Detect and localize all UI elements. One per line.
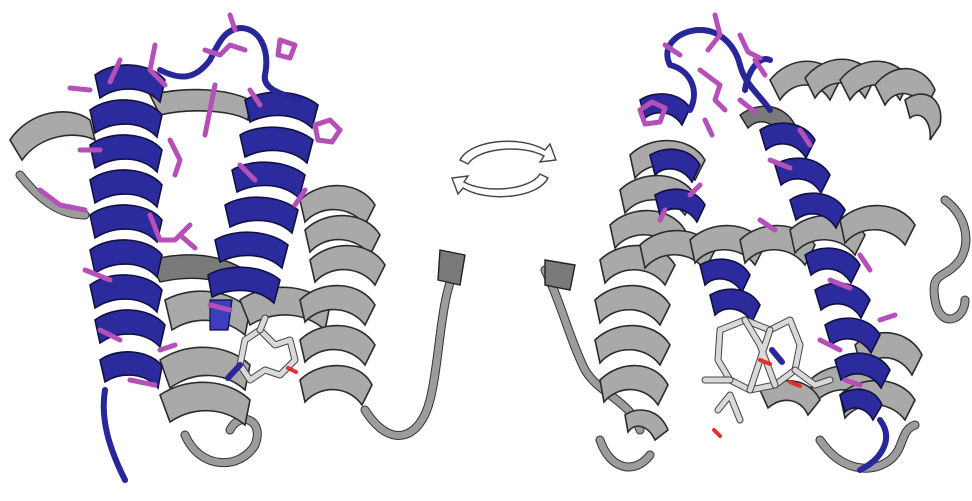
right-blue-helix-2 (759, 122, 891, 473)
left-blue-helix-2 (207, 91, 319, 331)
right-grey-helix-middle (639, 204, 916, 272)
rotate-arrows-icon (451, 140, 557, 198)
right-sidechains (637, 12, 898, 388)
left-protein-view (9, 12, 466, 483)
left-sidechains (37, 12, 343, 388)
right-protein-view (540, 12, 971, 473)
right-blue-helix-1 (639, 93, 761, 324)
right-heme-ligand (701, 316, 834, 438)
left-grey-helix-c (299, 184, 466, 407)
left-heme-ligand (225, 314, 299, 384)
left-blue-helix-1 (89, 64, 166, 483)
right-grey-helix-top (739, 58, 942, 141)
right-grey-helix-left (544, 139, 706, 442)
